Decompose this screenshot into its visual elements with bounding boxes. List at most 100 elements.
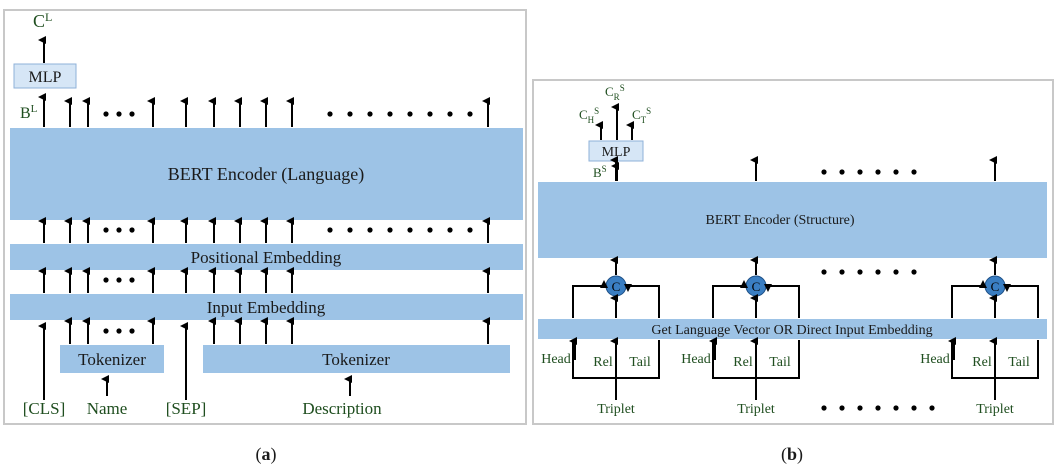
tail-label: Tail xyxy=(629,355,651,370)
right-bracket xyxy=(624,284,660,318)
ellipsis-dot xyxy=(875,405,881,411)
ellipsis-dot xyxy=(116,111,122,117)
panel-a-dots xyxy=(103,111,473,334)
output-ch-label: CHS xyxy=(579,106,599,125)
positional-embedding-block xyxy=(10,244,523,270)
rel-label: Rel xyxy=(593,355,613,370)
triplet-label: Triplet xyxy=(597,402,635,417)
ellipsis-dot xyxy=(875,169,881,175)
right-bracket xyxy=(764,284,800,318)
ellipsis-dot xyxy=(129,111,135,117)
output-ct-label: CTS xyxy=(632,106,651,125)
mlp-label-a: MLP xyxy=(29,69,62,86)
rel-label: Rel xyxy=(733,355,753,370)
ellipsis-dot xyxy=(387,111,393,117)
ellipsis-dot xyxy=(129,277,135,283)
ellipsis-dot xyxy=(427,111,433,117)
ellipsis-dot xyxy=(447,227,453,233)
panel-a-frame xyxy=(3,9,527,425)
bert-encoder-structure-label: BERT Encoder (Structure) xyxy=(706,213,855,228)
input-sep-label: [SEP] xyxy=(166,399,207,418)
left-bracket xyxy=(572,280,608,318)
panel-a: BERT Encoder (Language) Positional Embed… xyxy=(3,9,527,465)
bert-encoder-language-block xyxy=(10,128,523,220)
caption-a: (a) xyxy=(256,444,277,465)
panel-b-frame xyxy=(532,79,1054,425)
input-name-label: Name xyxy=(87,399,128,418)
positional-embedding-label: Positional Embedding xyxy=(191,248,342,267)
input-cls-label: [CLS] xyxy=(23,399,66,418)
ellipsis-dot xyxy=(821,405,827,411)
rel-label: Rel xyxy=(972,355,992,370)
ellipsis-dot xyxy=(857,405,863,411)
ellipsis-dot xyxy=(467,111,473,117)
ellipsis-dot xyxy=(427,227,433,233)
ellipsis-dot xyxy=(893,269,899,275)
ellipsis-dot xyxy=(347,111,353,117)
ellipsis-dot xyxy=(821,269,827,275)
tokenizer-right-label: Tokenizer xyxy=(322,350,390,369)
ellipsis-dot xyxy=(116,328,122,334)
left-bracket xyxy=(951,280,987,318)
ellipsis-dot xyxy=(116,277,122,283)
ellipsis-dot xyxy=(367,111,373,117)
head-label: Head xyxy=(541,352,571,367)
ellipsis-dot xyxy=(129,328,135,334)
ellipsis-dot xyxy=(839,269,845,275)
ellipsis-dot xyxy=(116,227,122,233)
get-language-vector-label: Get Language Vector OR Direct Input Embe… xyxy=(651,323,932,338)
get-language-vector-block xyxy=(538,319,1047,339)
input-embedding-label: Input Embedding xyxy=(207,298,326,317)
ellipsis-dot xyxy=(857,269,863,275)
mlp-label-b: MLP xyxy=(602,145,631,160)
ellipsis-dot xyxy=(347,227,353,233)
concat-symbol: C xyxy=(612,279,621,294)
hidden-label-a: BL xyxy=(20,103,38,122)
ellipsis-dot xyxy=(103,227,109,233)
ellipsis-dot xyxy=(911,269,917,275)
ellipsis-dot xyxy=(387,227,393,233)
ellipsis-dot xyxy=(839,169,845,175)
concat-symbol: C xyxy=(991,279,1000,294)
ellipsis-dot xyxy=(407,227,413,233)
ellipsis-dot xyxy=(911,405,917,411)
ellipsis-dot xyxy=(893,169,899,175)
ellipsis-dot xyxy=(911,169,917,175)
ellipsis-dot xyxy=(327,111,333,117)
input-embedding-block xyxy=(10,294,523,320)
output-label-a: CL xyxy=(33,10,52,31)
ellipsis-dot xyxy=(407,111,413,117)
tokenizer-right-block xyxy=(203,345,510,373)
ellipsis-dot xyxy=(857,169,863,175)
right-bracket xyxy=(1003,284,1039,318)
panel-a-arrows xyxy=(38,97,490,344)
ellipsis-dot xyxy=(929,405,935,411)
output-cr-label: CRS xyxy=(605,83,625,102)
tail-label: Tail xyxy=(1008,355,1030,370)
ellipsis-dot xyxy=(327,227,333,233)
ellipsis-dot xyxy=(103,277,109,283)
ellipsis-dot xyxy=(447,111,453,117)
hidden-label-b: BS xyxy=(593,164,607,180)
ellipsis-dot xyxy=(875,269,881,275)
tokenizer-left-label: Tokenizer xyxy=(78,350,146,369)
ellipsis-dot xyxy=(893,405,899,411)
panel-b: BERT Encoder (Structure) Get Language Ve… xyxy=(532,79,1054,465)
bert-encoder-structure-block xyxy=(538,182,1047,258)
panel-b-dots xyxy=(821,169,935,411)
caption-b: (b) xyxy=(781,444,803,465)
ellipsis-dot xyxy=(129,227,135,233)
concat-symbol: C xyxy=(752,279,761,294)
ellipsis-dot xyxy=(467,227,473,233)
ellipsis-dot xyxy=(103,328,109,334)
triplet-label: Triplet xyxy=(976,402,1014,417)
bert-encoder-language-label: BERT Encoder (Language) xyxy=(168,164,365,185)
left-bracket xyxy=(712,280,748,318)
ellipsis-dot xyxy=(367,227,373,233)
tokenizer-left-block xyxy=(60,345,164,373)
